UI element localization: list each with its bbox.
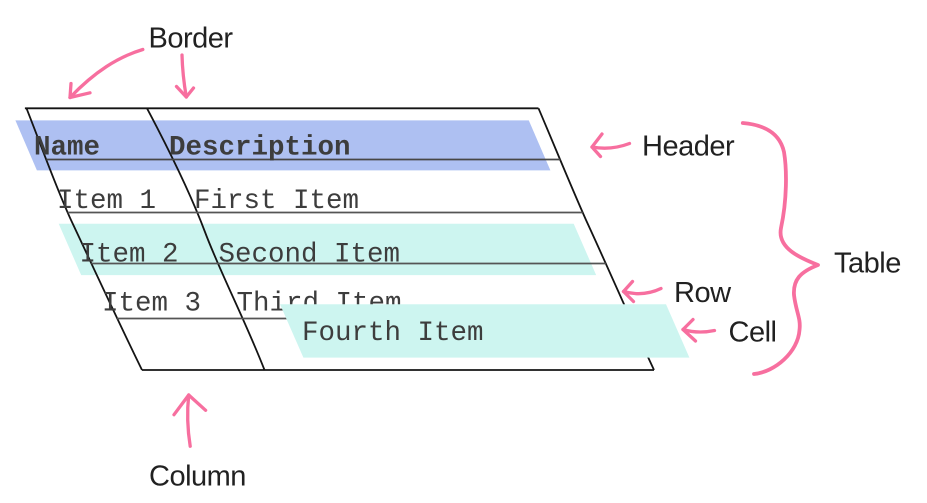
svg-text:Cell: Cell [729, 317, 777, 349]
svg-text:Item 1: Item 1 [57, 186, 156, 217]
svg-text:Second Item: Second Item [219, 240, 401, 271]
svg-text:Name: Name [34, 133, 100, 164]
svg-text:Item 2: Item 2 [80, 240, 179, 271]
svg-text:Border: Border [149, 23, 234, 55]
svg-text:Description: Description [169, 133, 351, 164]
svg-text:Fourth Item: Fourth Item [302, 318, 484, 349]
svg-text:Header: Header [642, 131, 735, 163]
svg-text:Row: Row [674, 277, 732, 309]
svg-text:First Item: First Item [194, 186, 359, 217]
svg-text:Table: Table [834, 248, 901, 280]
svg-text:Column: Column [149, 461, 246, 493]
svg-text:Item 3: Item 3 [102, 289, 201, 320]
